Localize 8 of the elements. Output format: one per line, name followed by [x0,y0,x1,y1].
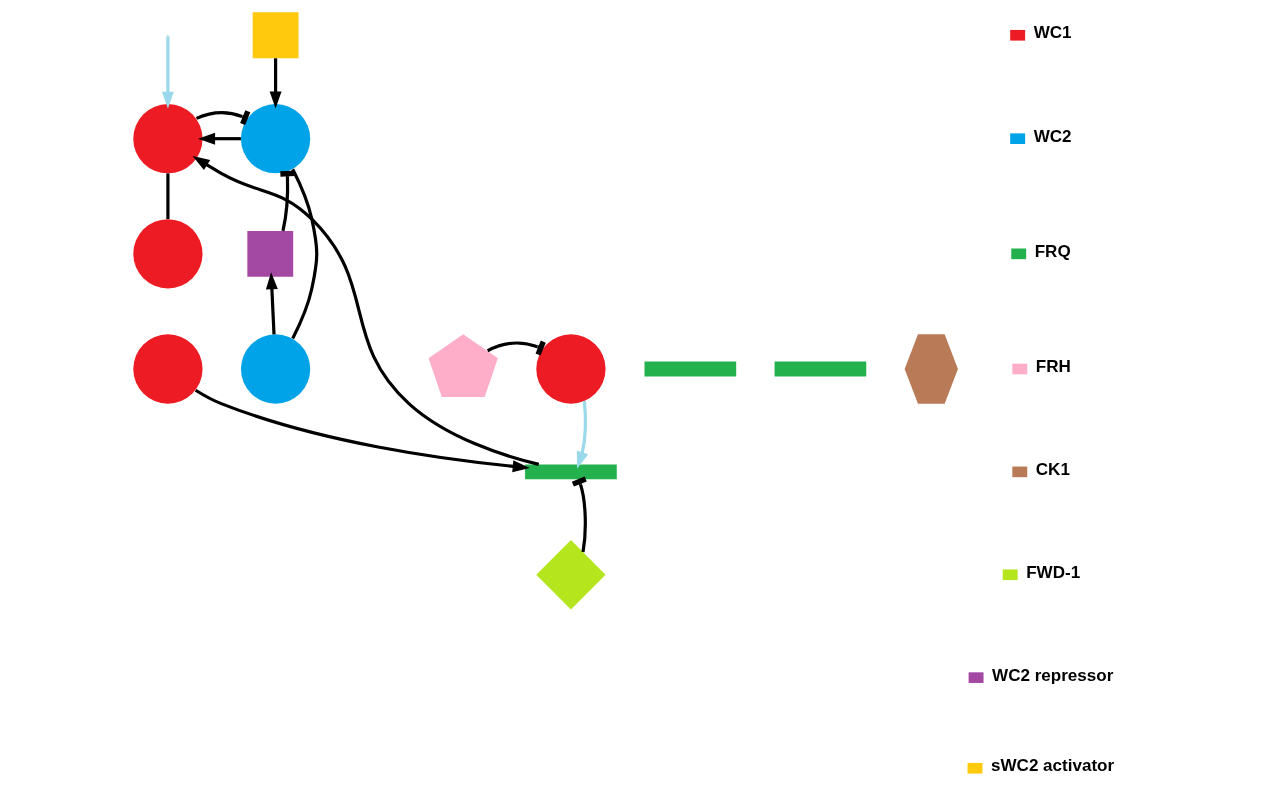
legend-label: FWD-1 [1026,562,1081,582]
legend-label: WC1 [1033,23,1072,43]
legend-label: WC2 [1033,126,1072,146]
legend-label: FRH [1035,356,1071,376]
legend-label: sWC2 activator [991,756,1115,776]
legend-label: WC2 repressor [992,665,1114,685]
legend-label: CK1 [1035,459,1070,479]
legend-label: FRQ [1034,241,1071,261]
